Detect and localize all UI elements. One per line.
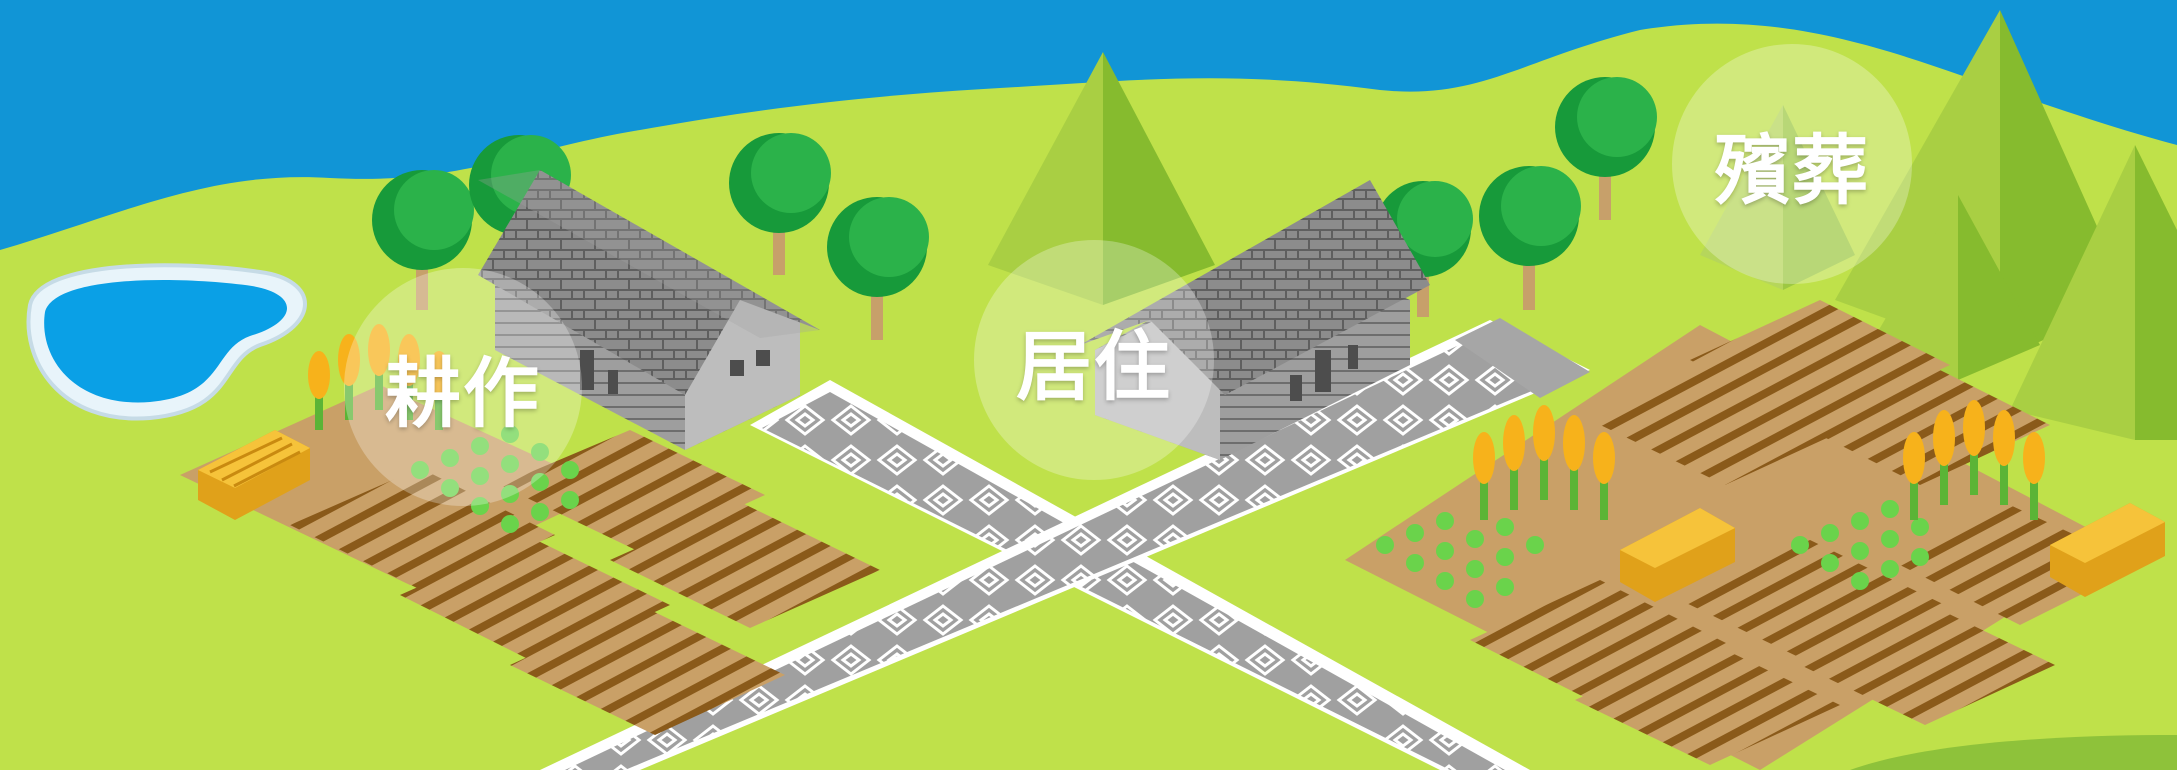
burial-label: 殯葬 <box>1714 126 1870 215</box>
right-fields <box>1345 300 2165 770</box>
mountains <box>988 10 2177 440</box>
roads <box>540 318 1590 770</box>
pond <box>26 263 307 421</box>
farming-hotspot[interactable]: 耕作 <box>344 268 582 506</box>
living-label: 居住 <box>1016 322 1172 411</box>
trees <box>372 77 1657 340</box>
grass-shadow-bottom <box>1850 735 2177 770</box>
burial-hotspot[interactable]: 殯葬 <box>1672 44 1912 284</box>
left-house <box>478 170 820 450</box>
living-hotspot[interactable]: 居住 <box>974 240 1214 480</box>
farming-label: 耕作 <box>385 349 541 438</box>
left-fields <box>180 324 880 735</box>
right-house <box>1080 180 1430 460</box>
